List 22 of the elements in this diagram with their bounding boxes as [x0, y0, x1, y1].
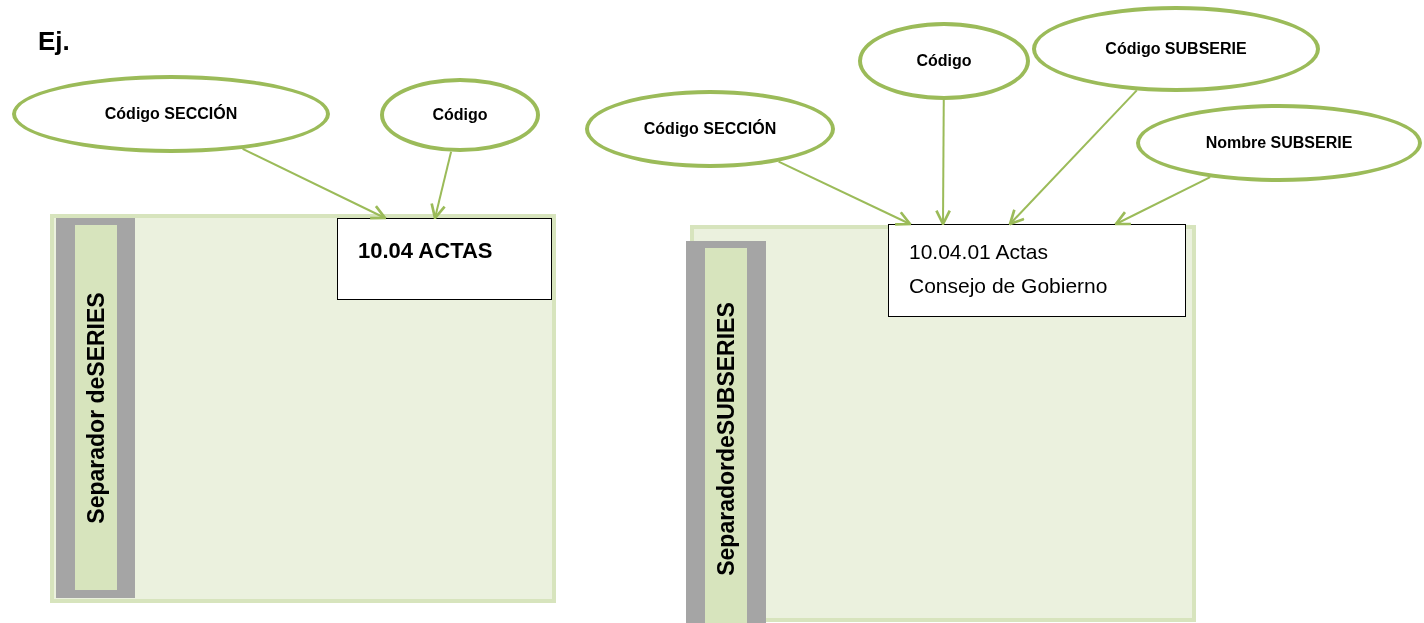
- arrow: [935, 99, 952, 226]
- separator-tab: [686, 241, 766, 623]
- callout-label: Nombre SUBSERIE: [1205, 134, 1353, 152]
- arrow: [777, 160, 912, 226]
- callout-label: Código: [916, 52, 972, 70]
- label-text: 10.04 ACTAS: [358, 237, 494, 265]
- example-heading: Ej.: [38, 26, 70, 57]
- callout-label: Código SUBSERIE: [1105, 40, 1247, 58]
- callout-label: Código: [432, 106, 488, 124]
- arrow: [1008, 89, 1138, 226]
- label-text: 10.04.01 Actas Consejo de Gobierno: [909, 239, 1109, 299]
- separator-tab: [56, 218, 135, 598]
- label-box: [337, 218, 552, 300]
- callout-label: Código SECCIÓN: [104, 105, 238, 123]
- tab-label: Separador deSERIES: [82, 291, 110, 524]
- arrow: [1114, 176, 1212, 226]
- tab-label: SeparadordeSUBSERIES: [712, 302, 740, 576]
- callout-label: Código SECCIÓN: [643, 120, 777, 138]
- label-box: [888, 224, 1186, 317]
- folder-panel: [50, 214, 556, 603]
- arrow: [430, 150, 453, 220]
- arrow: [241, 147, 387, 220]
